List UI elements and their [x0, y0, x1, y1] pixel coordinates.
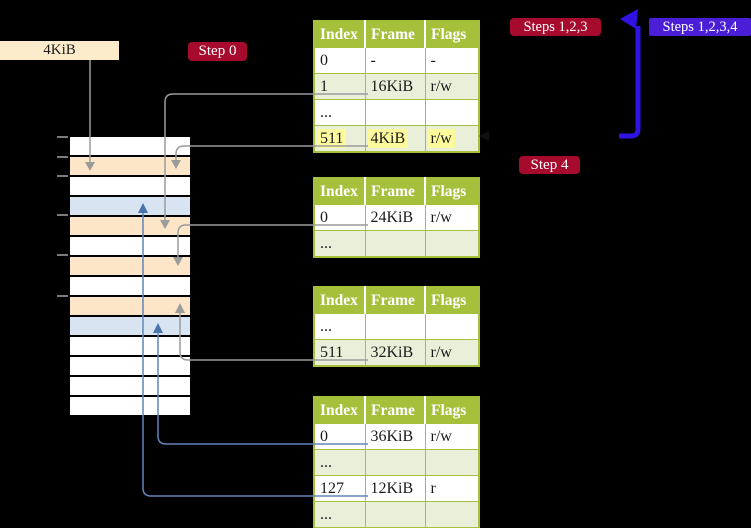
- table-cell: [424, 313, 480, 340]
- table-cell: 12KiB: [364, 475, 426, 502]
- table-cell: 511: [313, 125, 366, 153]
- column-header-frame: Frame: [364, 287, 425, 314]
- table-cell: [364, 230, 426, 258]
- highlighted-value: r/w: [427, 128, 455, 148]
- table-cell: r/w: [424, 204, 480, 231]
- table-row-index-0: 0--: [313, 47, 480, 74]
- table-cell: r/w: [424, 423, 480, 450]
- column-header-index: Index: [314, 178, 365, 205]
- table-cell: 36KiB: [364, 423, 426, 450]
- memory-frame-12-plain: [70, 377, 190, 395]
- table-cell: [424, 501, 480, 528]
- table-cell: [364, 99, 426, 126]
- table-cell: ...: [313, 449, 366, 476]
- column-header-flags: Flags: [424, 287, 479, 314]
- table-row-index-...: ...: [313, 99, 480, 126]
- table-cell: r/w: [424, 125, 480, 153]
- memory-frame-2-plain: [70, 177, 190, 195]
- table-cell: [364, 449, 426, 476]
- column-header-flags: Flags: [424, 178, 479, 205]
- memory-frame-4-page-table: [70, 217, 190, 235]
- table-cell: 0: [313, 204, 366, 231]
- table-row-index-...: ...: [313, 449, 480, 476]
- column-header-frame: Frame: [364, 178, 425, 205]
- table-row-index-...: ...: [313, 230, 480, 258]
- table-cell: ...: [313, 313, 366, 340]
- memory-frame-0-plain: [70, 137, 190, 155]
- memory-frame-8-page-table: [70, 297, 190, 315]
- black-connector: [479, 131, 618, 141]
- column-header-frame: Frame: [364, 397, 425, 424]
- table-cell: 32KiB: [364, 339, 426, 367]
- frame-size-label: 4KiB: [0, 41, 119, 60]
- memory-frame-1-page-table: [70, 157, 190, 175]
- table-cell: [424, 230, 480, 258]
- column-header-index: Index: [314, 21, 365, 48]
- table-cell: 0: [313, 47, 366, 74]
- table-row-index-511: 511 4KiB r/w: [313, 125, 480, 153]
- column-header-index: Index: [314, 397, 365, 424]
- column-header-flags: Flags: [424, 21, 479, 48]
- table-cell: r/w: [424, 339, 480, 367]
- memory-frame-3-mapped-page: [70, 197, 190, 215]
- step4-label: Step 4: [519, 156, 580, 174]
- column-header-flags: Flags: [424, 397, 479, 424]
- table-cell: ...: [313, 501, 366, 528]
- table-cell: 1: [313, 73, 366, 100]
- table-cell: 4KiB: [364, 125, 426, 153]
- table-cell: -: [364, 47, 426, 74]
- highlighted-value: 4KiB: [367, 128, 409, 148]
- memory-frame-7-plain: [70, 277, 190, 295]
- memory-frame-5-plain: [70, 237, 190, 255]
- table-cell: 127: [313, 475, 366, 502]
- table-cell: [364, 313, 426, 340]
- steps-123-label: Steps 1,2,3: [510, 18, 601, 36]
- table-cell: 24KiB: [364, 204, 426, 231]
- table-cell: r: [424, 475, 480, 502]
- steps-1234-label: Steps 1,2,3,4: [649, 18, 751, 36]
- recursive-loop-arrow: [619, 9, 641, 139]
- column-header-frame: Frame: [364, 21, 425, 48]
- table-cell: 0: [313, 423, 366, 450]
- memory-frame-10-plain: [70, 337, 190, 355]
- memory-frame-13-plain: [70, 397, 190, 415]
- table-row-index-...: ...: [313, 501, 480, 528]
- table-cell: 16KiB: [364, 73, 426, 100]
- frame-boundary-ticks: [57, 136, 68, 297]
- table-cell: [364, 501, 426, 528]
- table-cell: ...: [313, 230, 366, 258]
- table-cell: ...: [313, 99, 366, 126]
- table-cell: 511: [313, 339, 366, 367]
- memory-frame-11-plain: [70, 357, 190, 375]
- memory-frame-6-page-table: [70, 257, 190, 275]
- highlighted-value: 511: [317, 128, 347, 148]
- table-row-index-...: ...: [313, 313, 480, 340]
- memory-stack: [70, 137, 190, 415]
- memory-frame-9-mapped-page: [70, 317, 190, 335]
- column-header-index: Index: [314, 287, 365, 314]
- table-cell: [424, 99, 480, 126]
- table-cell: r/w: [424, 73, 480, 100]
- table-cell: -: [424, 47, 480, 74]
- table-cell: [424, 449, 480, 476]
- step0-label: Step 0: [188, 42, 247, 61]
